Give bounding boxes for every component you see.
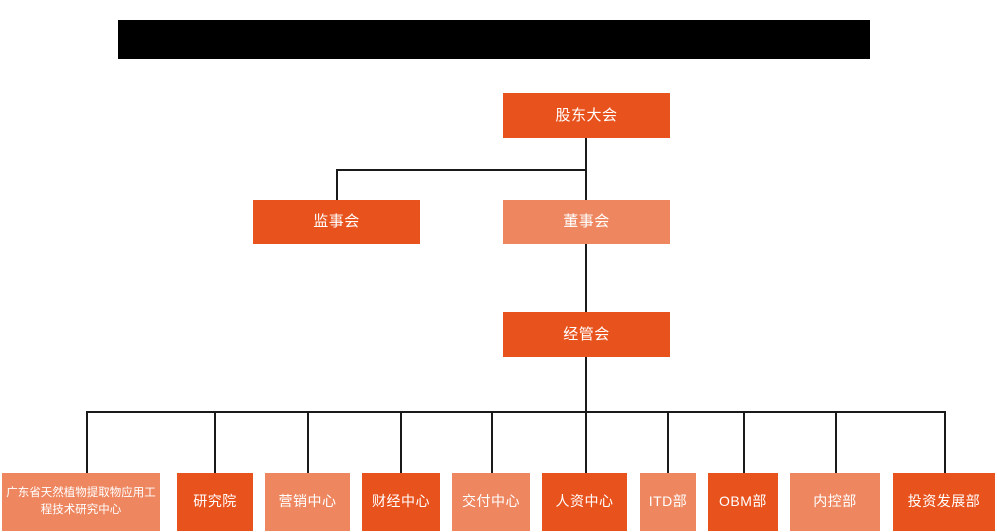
- connector-drop-internal-control-dept: [835, 411, 837, 473]
- node-label-finance-center: 财经中心: [372, 493, 430, 510]
- node-investment-development-dept[interactable]: 投资发展部: [893, 473, 995, 531]
- node-label-directors: 董事会: [563, 213, 610, 231]
- node-label-marketing-center: 营销中心: [278, 493, 337, 510]
- node-label-itd-dept: ITD部: [648, 493, 688, 510]
- connector-drop-finance-center: [400, 411, 402, 473]
- connector-drop-delivery-center: [491, 411, 493, 473]
- node-directors[interactable]: 董事会: [503, 200, 670, 244]
- connector-bottom-bus: [86, 411, 945, 413]
- connector-drop-hr-center: [585, 411, 587, 473]
- node-supervisors[interactable]: 监事会: [253, 200, 420, 244]
- connector-drop-eng-center: [86, 411, 88, 473]
- node-label-eng-center: 广东省天然植物提取物应用工程技术研究中心: [6, 487, 156, 516]
- connector-drop-investment-development-dept: [944, 411, 946, 473]
- node-finance-center[interactable]: 财经中心: [362, 473, 440, 531]
- node-label-supervisors: 监事会: [313, 213, 360, 231]
- node-label-investment-development-dept: 投资发展部: [907, 493, 981, 510]
- connector-drop-obm-dept: [743, 411, 745, 473]
- connector-drop-marketing-center: [307, 411, 309, 473]
- node-label-internal-control-dept: 内控部: [813, 493, 857, 510]
- node-research-institute[interactable]: 研究院: [177, 473, 253, 531]
- node-internal-control-dept[interactable]: 内控部: [790, 473, 880, 531]
- node-label-hr-center: 人资中心: [555, 493, 614, 510]
- node-label-obm-dept: OBM部: [719, 493, 767, 510]
- node-hr-center[interactable]: 人资中心: [542, 473, 627, 531]
- node-eng-center[interactable]: 广东省天然植物提取物应用工程技术研究中心: [2, 473, 160, 531]
- node-label-shareholders: 股东大会: [555, 106, 618, 124]
- node-delivery-center[interactable]: 交付中心: [452, 473, 530, 531]
- node-marketing-center[interactable]: 营销中心: [265, 473, 350, 531]
- connector-management-to-bus: [585, 357, 587, 413]
- connector-drop-itd-dept: [667, 411, 669, 473]
- connector-directors-to-management: [585, 243, 587, 313]
- connector-branch-supervisors: [336, 169, 586, 171]
- node-shareholders[interactable]: 股东大会: [503, 93, 670, 138]
- connector-shareholders-to-directors: [585, 138, 587, 200]
- node-label-management: 经管会: [563, 325, 610, 343]
- node-label-delivery-center: 交付中心: [462, 493, 520, 510]
- node-management[interactable]: 经管会: [503, 312, 670, 357]
- node-obm-dept[interactable]: OBM部: [708, 473, 778, 531]
- connector-drop-research-institute: [214, 411, 216, 473]
- node-itd-dept[interactable]: ITD部: [640, 473, 696, 531]
- connector-down-supervisors: [336, 169, 338, 201]
- redacted-title-bar: [118, 20, 870, 59]
- node-label-research-institute: 研究院: [193, 493, 237, 510]
